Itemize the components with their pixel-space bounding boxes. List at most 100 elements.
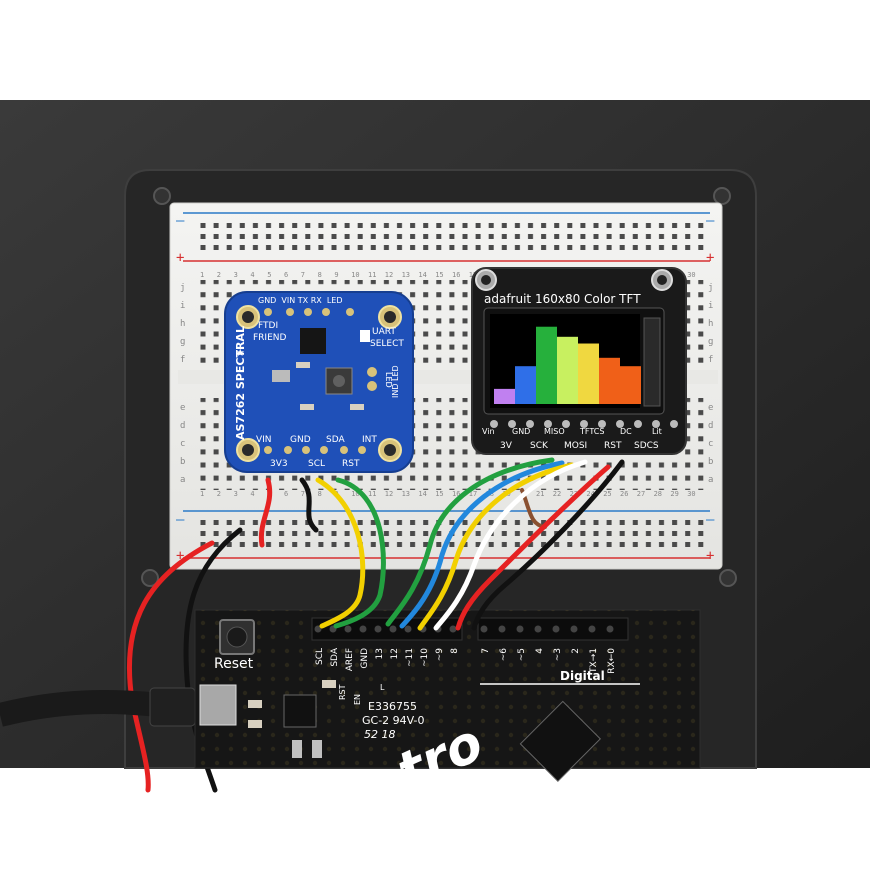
header-socket[interactable]	[552, 625, 560, 633]
column-number: 13	[402, 490, 410, 498]
header-socket[interactable]	[534, 625, 542, 633]
led-pad	[367, 381, 377, 391]
smd-component	[248, 700, 262, 708]
header-pin-label: ~3	[553, 648, 563, 661]
pin-3v3: 3V3	[270, 459, 288, 469]
tft-pin-tftcs: TFTCS	[579, 427, 604, 436]
rail-plus-sign: +	[706, 548, 714, 564]
header-socket[interactable]	[314, 625, 322, 633]
row-letter: i	[180, 301, 185, 311]
rail-minus-sign: –	[176, 512, 185, 528]
column-number: 6	[284, 271, 288, 279]
rail-plus-sign: +	[176, 548, 184, 564]
column-number: 22	[553, 490, 561, 498]
pin-scl: SCL	[308, 459, 325, 469]
column-number: 27	[637, 490, 645, 498]
column-number: 30	[687, 271, 695, 279]
header-socket[interactable]	[404, 625, 412, 633]
header-pin-label: 7	[481, 648, 491, 654]
smd-component	[300, 404, 314, 410]
sensor-name: AS7262 SPECTRAL	[234, 326, 247, 440]
column-number: 15	[435, 490, 443, 498]
blue-wire-tft	[399, 460, 565, 629]
header-socket[interactable]	[588, 625, 596, 633]
green-wire-sda	[333, 477, 386, 629]
tft-pin-sck: SCK	[530, 441, 549, 451]
header-socket[interactable]	[449, 625, 457, 633]
rail-plus-sign: +	[706, 250, 714, 266]
header-socket[interactable]	[374, 625, 382, 633]
black-jumper-gnd	[299, 477, 319, 533]
column-number: 3	[234, 490, 238, 498]
row-letters-right: j i h g f e d c b a	[708, 283, 713, 485]
row-letter: i	[708, 301, 713, 311]
header-pin-label: 12	[390, 648, 400, 659]
led-pad	[367, 367, 377, 377]
header-socket[interactable]	[389, 625, 397, 633]
header-socket[interactable]	[480, 625, 488, 633]
column-number: 4	[250, 271, 254, 279]
column-number: 2	[217, 271, 221, 279]
plate-screw-hole	[719, 569, 737, 587]
tft-pin-gnd: GND	[512, 427, 530, 436]
ul-mark: E336755	[368, 700, 417, 713]
row-letter: h	[180, 319, 185, 329]
header-socket[interactable]	[498, 625, 506, 633]
red-jumper-3v3	[258, 477, 273, 548]
digital-label: Digital	[560, 669, 605, 683]
header-pin-label: TX→1	[589, 648, 599, 674]
column-number: 8	[318, 490, 322, 498]
tft-pin-miso: MISO	[544, 427, 565, 436]
row-letter: d	[180, 421, 185, 431]
rail-minus-sign: –	[706, 512, 715, 528]
header-socket[interactable]	[516, 625, 524, 633]
smd-component	[296, 362, 310, 368]
ftdi-label: FTDI	[258, 321, 278, 331]
microcontroller-chip	[519, 700, 602, 783]
tft-bar	[578, 343, 599, 404]
header-pin-label: SCL	[315, 648, 325, 665]
column-number: 13	[402, 271, 410, 279]
column-number: 28	[654, 490, 662, 498]
row-letter: f	[180, 355, 185, 365]
column-number: 5	[267, 271, 271, 279]
smd-component	[292, 740, 302, 758]
yellow-wire-tft	[417, 462, 575, 631]
column-number: 7	[301, 490, 305, 498]
row-letter: g	[708, 337, 713, 347]
row-letter: e	[180, 403, 185, 413]
uart-label: UART	[372, 327, 396, 337]
pin-rst: RST	[342, 459, 360, 469]
tft-title: adafruit 160x80 Color TFT	[484, 292, 641, 306]
select-label: SELECT	[370, 339, 404, 349]
column-number: 1	[200, 490, 204, 498]
tft-bar	[557, 336, 578, 404]
green-wire-tft	[385, 457, 555, 627]
tft-pin-vin: Vin	[482, 427, 495, 436]
sensor-ic	[300, 328, 326, 354]
header-socket[interactable]	[606, 625, 614, 633]
column-number: 8	[318, 271, 322, 279]
header-pin-label: 13	[375, 648, 385, 659]
yellow-wire-scl	[315, 477, 366, 629]
tft-bar	[536, 326, 557, 404]
en-label: EN	[353, 694, 362, 705]
pin-vin: VIN	[256, 435, 272, 445]
column-number: 26	[620, 490, 628, 498]
header-socket[interactable]	[344, 625, 352, 633]
column-number: 16	[452, 490, 460, 498]
header-pin-label: ~9	[435, 648, 445, 662]
column-number: 16	[452, 271, 460, 279]
column-number: 6	[284, 490, 288, 498]
pin-sda: SDA	[326, 435, 345, 445]
tft-pin-mosi: MOSI	[564, 441, 587, 451]
header-socket[interactable]	[359, 625, 367, 633]
column-number: 23	[570, 490, 578, 498]
column-number: 12	[385, 271, 393, 279]
column-number: 7	[301, 271, 305, 279]
column-number: 24	[586, 490, 594, 498]
header-socket[interactable]	[570, 625, 578, 633]
